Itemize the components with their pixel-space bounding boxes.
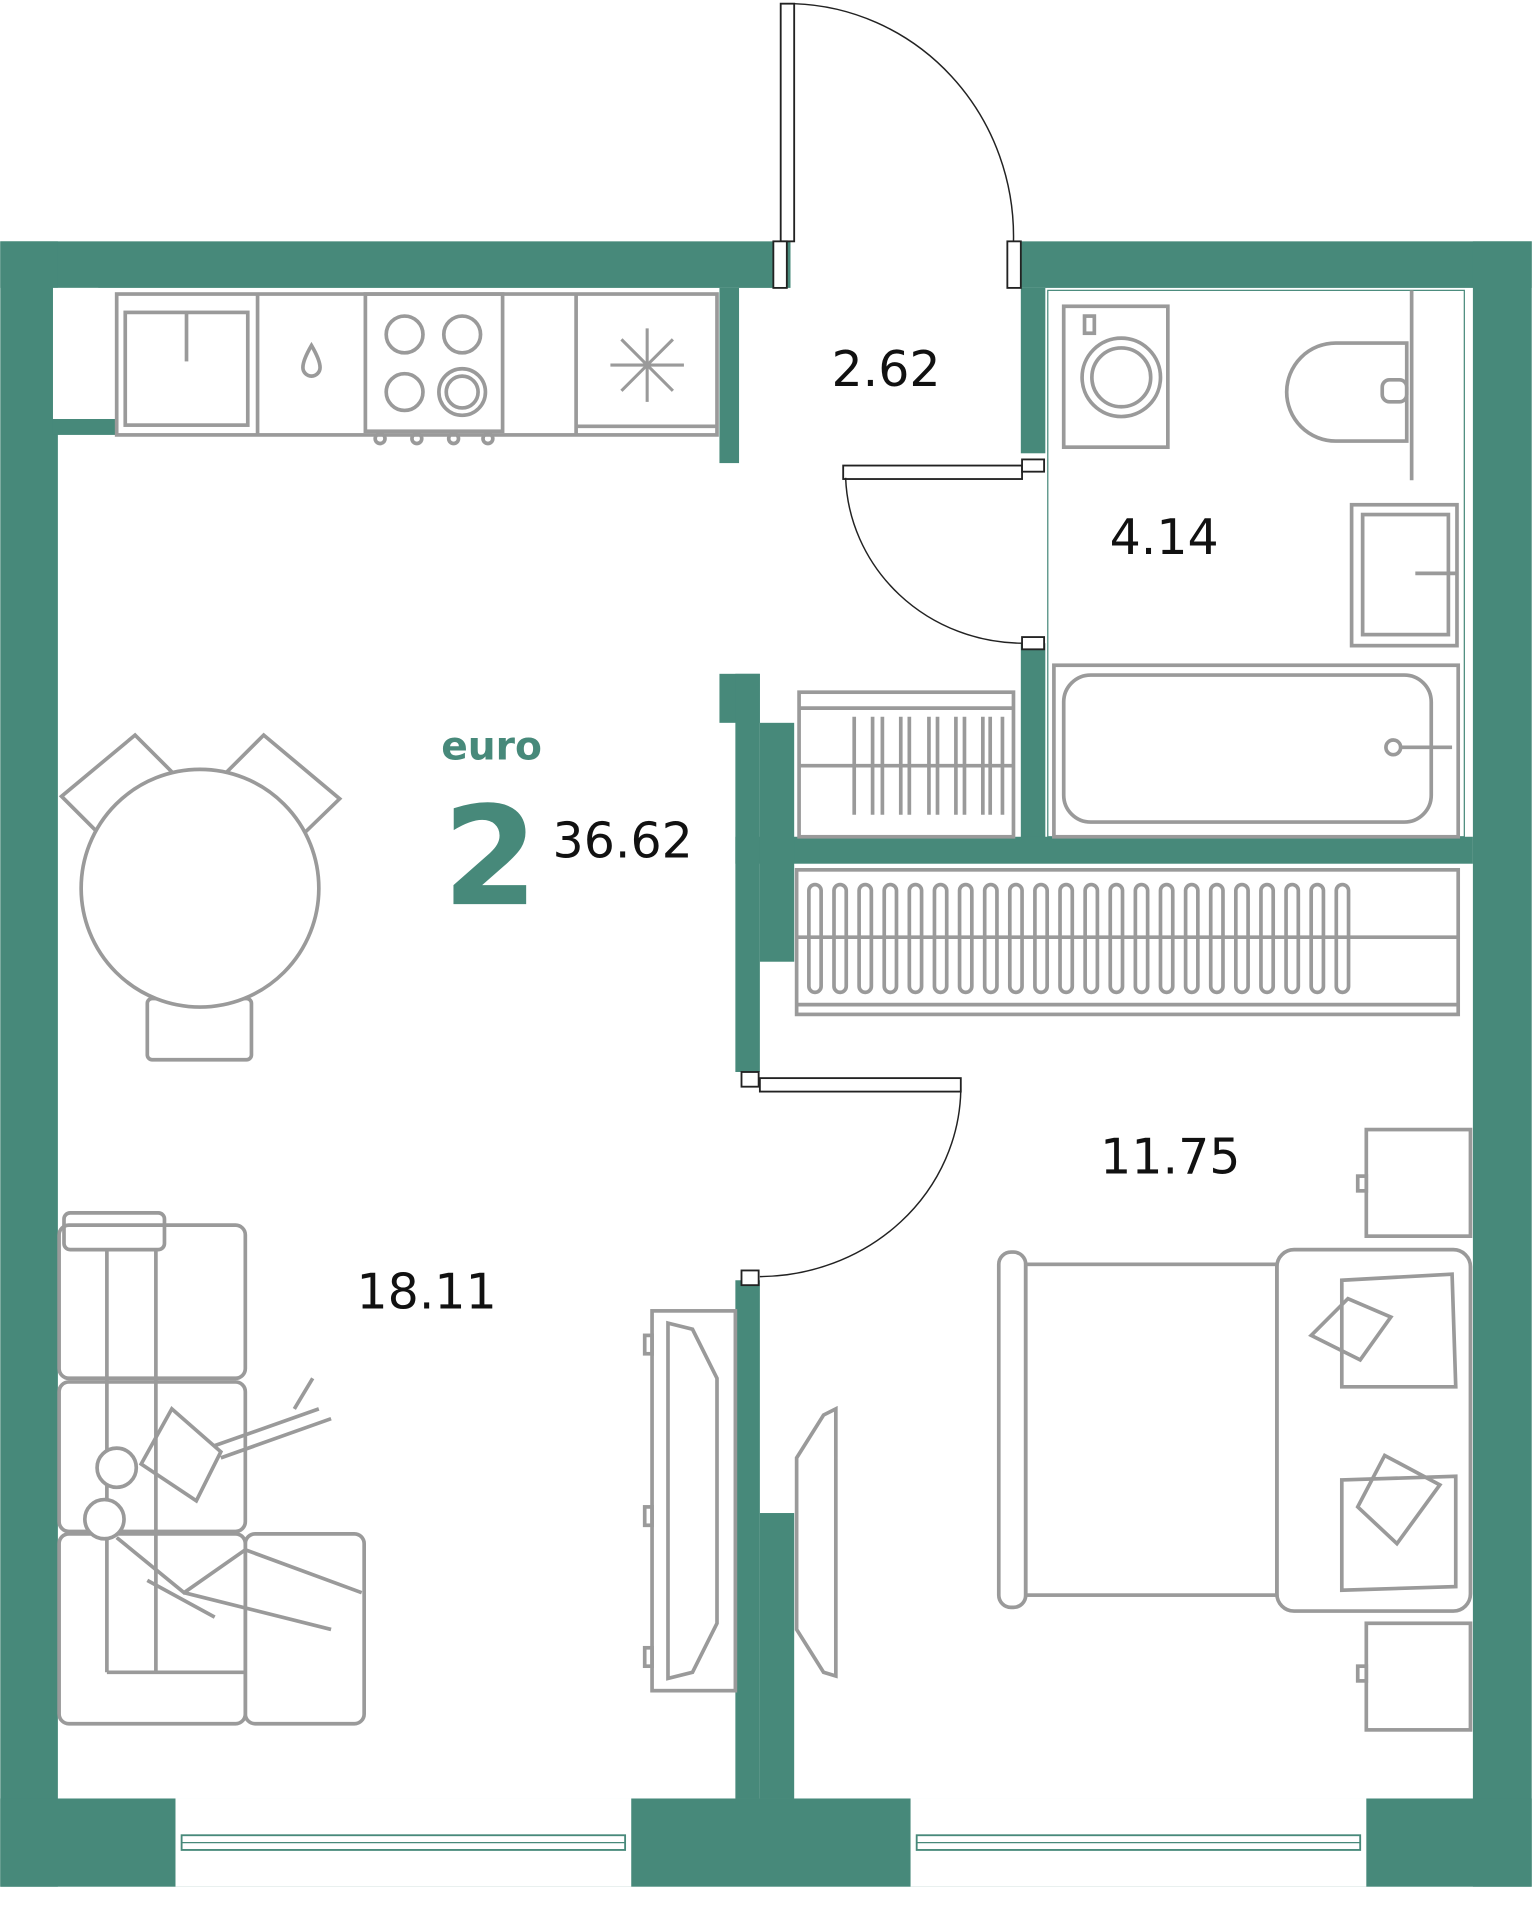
hanger <box>1007 882 1024 995</box>
total-area: 36.62 <box>553 813 693 870</box>
rooms-count: 2 <box>443 778 538 937</box>
hanger <box>1108 882 1125 995</box>
hanger <box>807 882 823 995</box>
window-right <box>910 1798 1367 1887</box>
plan-type-label: euro <box>441 725 542 770</box>
hanger <box>882 882 899 995</box>
hanger <box>1158 882 1175 995</box>
hanger <box>907 882 924 995</box>
entrance-door[interactable] <box>772 2 1022 289</box>
bed <box>996 1127 1473 1732</box>
hanger <box>1033 882 1050 995</box>
hanger <box>1284 882 1301 995</box>
snowflake-icon <box>610 328 684 402</box>
tv-cabinet <box>642 1309 738 1693</box>
dining-table <box>58 732 343 1062</box>
kitchen-counter <box>114 292 719 446</box>
hanger <box>1183 882 1200 995</box>
people-illustration <box>82 1377 363 1632</box>
bathroom-door[interactable] <box>842 458 1046 651</box>
area-living-kitchen: 18.11 <box>356 1263 496 1320</box>
sofa <box>57 1211 366 1726</box>
hanger <box>982 882 999 995</box>
hanger <box>1259 882 1276 995</box>
walls <box>0 241 1532 1887</box>
hanger <box>1233 882 1250 995</box>
area-hall: 2.62 <box>832 341 941 398</box>
niche <box>52 287 99 419</box>
hanger <box>857 882 874 995</box>
water-icon <box>301 341 322 378</box>
area-bedroom: 11.75 <box>1100 1129 1240 1186</box>
bedroom-door[interactable] <box>740 1071 962 1287</box>
hanger <box>832 882 849 995</box>
hanger <box>1133 882 1150 995</box>
bathroom-fixtures <box>1047 289 1465 839</box>
hanger <box>1083 882 1100 995</box>
hanger <box>1309 882 1326 995</box>
hanger <box>932 882 949 995</box>
area-bathroom: 4.14 <box>1110 509 1219 566</box>
wardrobe <box>794 868 1461 1017</box>
hanger <box>1334 882 1351 995</box>
window-left <box>175 1798 632 1887</box>
bedroom-tv <box>794 1405 838 1679</box>
hanger <box>1208 882 1225 995</box>
storage-shelving <box>797 690 1016 839</box>
hanger <box>957 882 974 995</box>
hanger <box>1058 882 1075 995</box>
